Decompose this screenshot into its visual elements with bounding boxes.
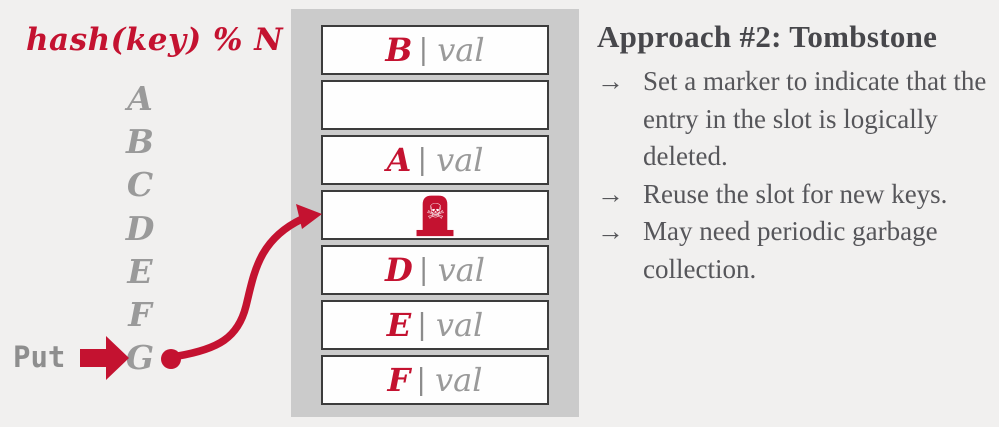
slot-key: D bbox=[385, 251, 413, 289]
slot-value: val bbox=[437, 251, 485, 289]
notes-title: Approach #2: Tombstone bbox=[597, 19, 938, 54]
slot-value: val bbox=[435, 361, 483, 399]
bullet-item: → Set a marker to indicate that the entr… bbox=[597, 63, 995, 176]
slot-separator: | bbox=[417, 142, 428, 176]
slot-separator: | bbox=[418, 252, 429, 286]
key-letter: E bbox=[127, 251, 153, 291]
slot-separator: | bbox=[417, 307, 427, 341]
bullet-text: Set a marker to indicate that the entry … bbox=[643, 66, 987, 171]
slot-key: A bbox=[386, 141, 412, 179]
put-label: Put bbox=[13, 340, 66, 374]
skull-crossbones-glyph: ☠ bbox=[426, 199, 445, 224]
arrow-bullet-marker: → bbox=[597, 178, 624, 209]
tombstone-skull-icon: ☠ bbox=[416, 195, 454, 237]
key-letter: F bbox=[128, 294, 152, 334]
hash-function-label: hash(key) % N bbox=[26, 22, 284, 58]
table-slot-empty bbox=[321, 80, 549, 130]
bullet-text: Reuse the slot for new keys. bbox=[643, 178, 948, 209]
table-slot: F|val bbox=[321, 355, 549, 405]
slot-value: val bbox=[436, 141, 484, 179]
table-slot-tombstone: ☠ bbox=[321, 190, 549, 240]
curved-arrow-line bbox=[174, 215, 306, 360]
arrow-bullet-marker: → bbox=[597, 216, 624, 246]
slot-key: F bbox=[387, 361, 411, 399]
key-letter: G bbox=[125, 338, 155, 378]
bullet-text: May need periodic garbage collection. bbox=[643, 216, 938, 284]
table-slot: A|val bbox=[321, 135, 549, 185]
key-letter: D bbox=[125, 208, 155, 248]
key-letter: B bbox=[126, 122, 154, 162]
slot-value: val bbox=[437, 31, 485, 69]
notes-panel: Approach #2: Tombstone → Set a marker to… bbox=[597, 17, 995, 288]
key-letter: A bbox=[127, 79, 153, 118]
slot-value: val bbox=[435, 306, 484, 344]
arrow-bullet-marker: → bbox=[597, 66, 624, 96]
slot-key: E bbox=[386, 306, 412, 344]
bullet-item: → May need periodic garbage collection. bbox=[597, 213, 995, 288]
slot-key: B bbox=[385, 31, 413, 69]
key-list: A B C D E F G bbox=[112, 77, 168, 379]
notes-bullet-list: → Set a marker to indicate that the entr… bbox=[597, 63, 995, 288]
key-letter: C bbox=[126, 165, 154, 205]
bullet-item: → Reuse the slot for new keys. bbox=[597, 176, 995, 214]
slot-separator: | bbox=[418, 32, 429, 66]
table-slot: B|val bbox=[321, 25, 549, 75]
hash-table-panel: B|val A|val ☠ D|val E|val F|val bbox=[291, 9, 579, 417]
table-slot: D|val bbox=[321, 245, 549, 295]
table-slot: E|val bbox=[321, 300, 549, 350]
slot-separator: | bbox=[416, 362, 427, 396]
